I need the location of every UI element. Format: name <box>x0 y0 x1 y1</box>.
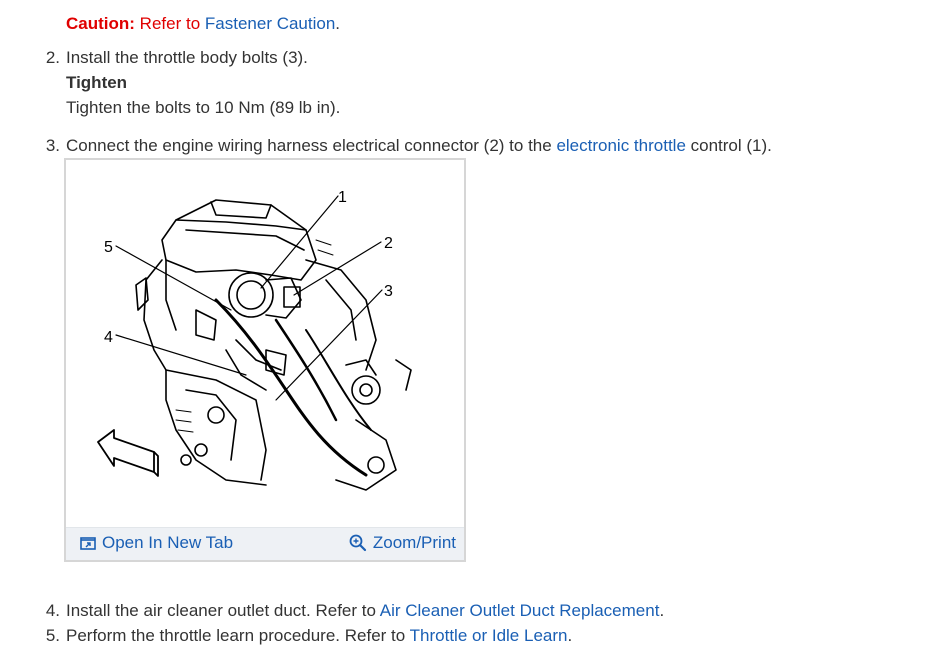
open-new-tab-icon <box>80 537 96 550</box>
zoom-print-button[interactable]: Zoom/Print <box>349 533 456 553</box>
caution-text: Refer to <box>139 14 201 33</box>
step-2: 2. Install the throttle body bolts (3). <box>40 48 308 68</box>
caution-label: Caution: <box>66 14 135 33</box>
step-3: 3. Connect the engine wiring harness elec… <box>40 136 772 156</box>
callout-4: 4 <box>104 329 113 346</box>
step-text: Install the air cleaner outlet duct. Ref… <box>66 601 376 620</box>
caution-line: Caution: Refer to Fastener Caution. <box>66 14 340 34</box>
step-5: 5. Perform the throttle learn procedure. … <box>40 626 572 646</box>
step-number: 3. <box>45 136 60 155</box>
step-number: 5. <box>45 626 60 645</box>
throttle-idle-learn-link[interactable]: Throttle or Idle Learn <box>409 626 568 645</box>
tighten-heading: Tighten <box>66 73 128 92</box>
open-in-new-tab-button[interactable]: Open In New Tab <box>80 533 233 553</box>
step-number: 2. <box>45 48 60 67</box>
step-text-after: control (1). <box>690 136 772 155</box>
step-text: Perform the throttle learn procedure. Re… <box>66 626 406 645</box>
step-text-after: . <box>567 626 573 645</box>
figure-toolbar: Open In New Tab Zoom/Print <box>66 527 464 560</box>
zoom-print-label: Zoom/Print <box>372 533 456 552</box>
step-number: 4. <box>45 601 60 620</box>
fastener-caution-link[interactable]: Fastener Caution <box>204 14 336 33</box>
step-text-after: . <box>659 601 665 620</box>
caution-period: . <box>335 14 341 33</box>
callout-3: 3 <box>384 283 393 300</box>
engine-illustration: 1 2 3 4 5 <box>97 189 412 491</box>
callout-2: 2 <box>384 235 393 252</box>
open-in-new-tab-label: Open In New Tab <box>102 533 234 552</box>
step-text: Install the throttle body bolts (3). <box>66 48 308 67</box>
step-text: Connect the engine wiring harness electr… <box>66 136 552 155</box>
figure-panel: 1 2 3 4 5 Open In New Tab Zoom/Print <box>64 158 466 562</box>
air-cleaner-outlet-duct-link[interactable]: Air Cleaner Outlet Duct Replacement <box>379 601 660 620</box>
callout-5: 5 <box>104 239 113 256</box>
tighten-text: Tighten the bolts to 10 Nm (89 lb in). <box>66 98 341 117</box>
electronic-throttle-link[interactable]: electronic throttle <box>556 136 686 155</box>
step-4: 4. Install the air cleaner outlet duct. R… <box>40 601 664 621</box>
magnifier-icon <box>349 534 366 552</box>
callout-1: 1 <box>338 189 347 206</box>
